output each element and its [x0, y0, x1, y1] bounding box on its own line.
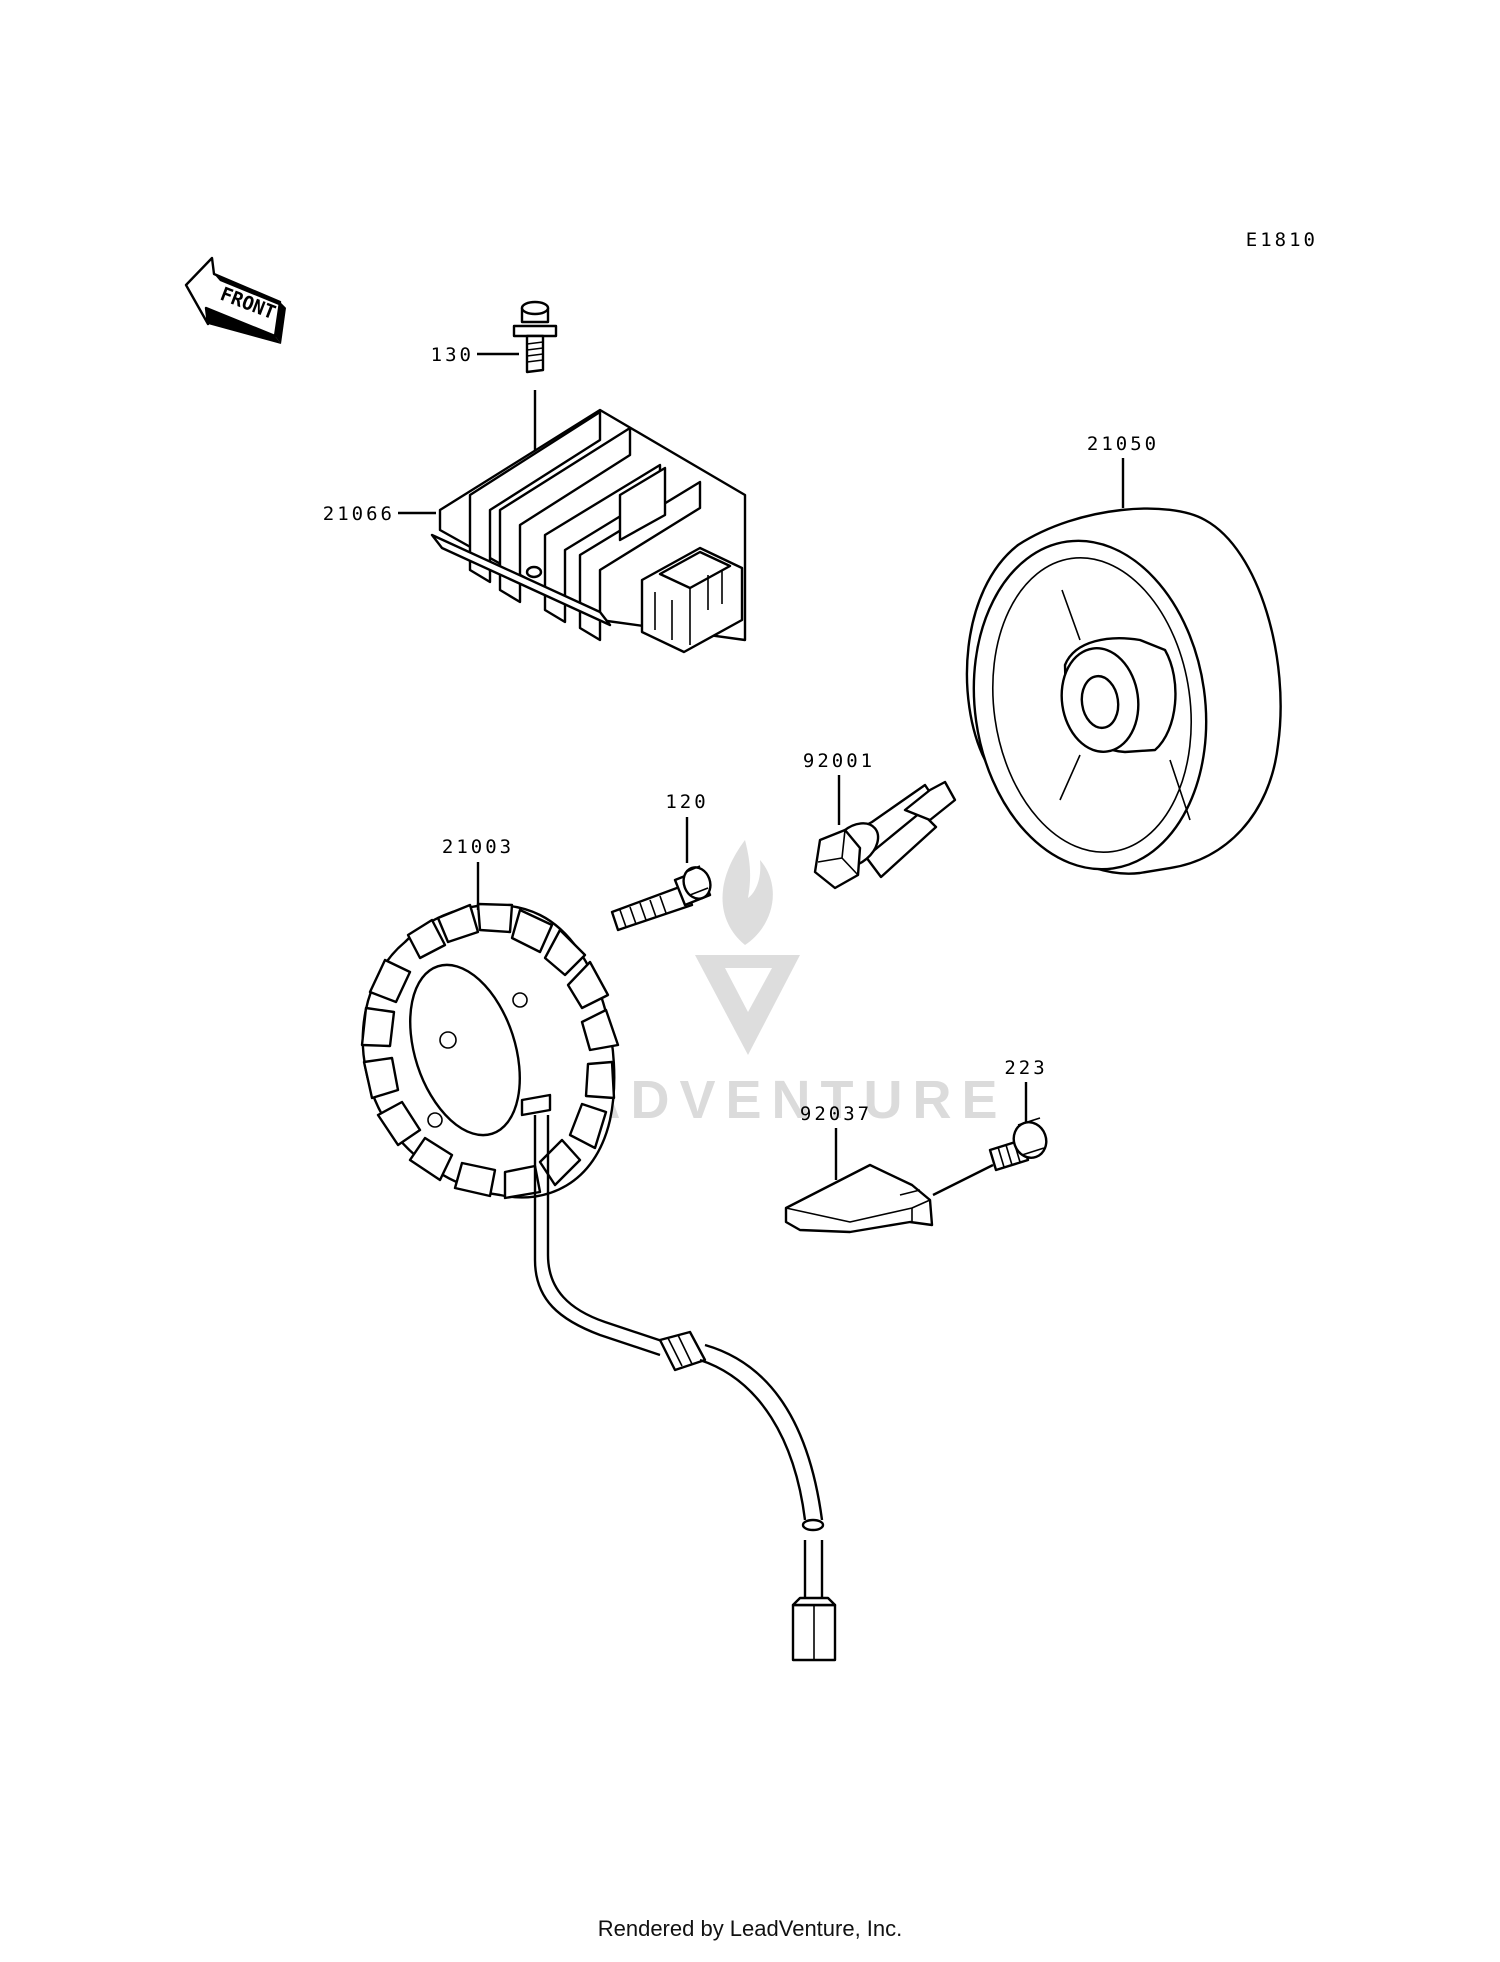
wire-clamp-icon[interactable] — [784, 1163, 934, 1234]
callout-130[interactable]: 130 — [431, 344, 474, 366]
callout-223[interactable]: 223 — [1004, 1057, 1047, 1079]
flange-bolt-icon[interactable] — [813, 780, 957, 890]
callout-120[interactable]: 120 — [665, 791, 708, 813]
screw-icon[interactable] — [988, 1117, 1051, 1172]
diagram-code: E1810 — [1246, 229, 1318, 251]
callout-92001[interactable]: 92001 — [803, 750, 875, 772]
socket-bolt-icon[interactable] — [610, 864, 715, 932]
front-arrow-icon: FRONT — [184, 256, 286, 344]
regulator-rectifier-icon[interactable] — [430, 408, 747, 654]
bolt-130[interactable] — [512, 300, 558, 374]
flame-icon — [722, 840, 773, 945]
flywheel-rotor-icon[interactable] — [953, 507, 1282, 885]
footer-credit: Rendered by LeadVenture, Inc. — [597, 1916, 903, 1941]
callout-21050[interactable]: 21050 — [1087, 433, 1159, 455]
v-logo-icon — [695, 955, 800, 1055]
stator-coil-icon[interactable] — [360, 902, 837, 1662]
callout-92037[interactable]: 92037 — [800, 1103, 872, 1125]
callout-21066[interactable]: 21066 — [323, 503, 395, 525]
callout-21003[interactable]: 21003 — [442, 836, 514, 858]
stator-poles — [360, 902, 620, 1200]
